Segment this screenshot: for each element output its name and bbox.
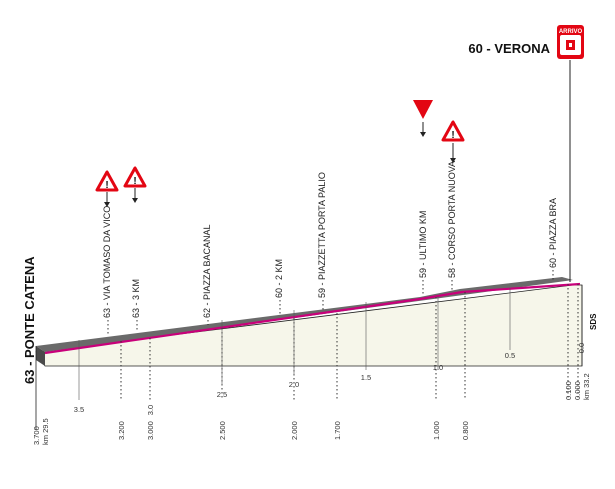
km-tick-label: 2.5 [217,390,227,399]
km-tick-label: 3.0 [146,405,155,415]
arrivo-icon: ARRIVO [557,25,584,59]
warning-triangle-icon: ! [123,166,147,188]
svg-text:!: ! [133,176,136,187]
svg-text:!: ! [451,130,454,141]
distance-marker: 0.100 [564,381,573,400]
warning-triangle-icon: ! [441,120,465,142]
km-tick-label: 0.0 [577,343,586,353]
distance-marker: 0.800 [461,421,470,440]
landmark-guides [107,270,554,335]
start-label: 63 - PONTE CATENA [22,256,37,384]
distance-marker: 3.000 [146,421,155,440]
landmark-label-2: 62 - PIAZZA BACANAL [202,224,212,318]
finish-km: km 33.2 [582,373,591,400]
landmark-label-3: 60 - 2 KM [274,259,284,298]
distance-marker: 2.000 [290,421,299,440]
warning-triangle-icon: ! [95,170,119,192]
distance-marker: 3.200 [117,421,126,440]
landmark-label-5: 59 - ULTIMO KM [418,211,428,278]
km-tick-label: 1.5 [361,373,371,382]
finish-label: 60 - VERONA [468,41,550,56]
profile-left-side [36,346,45,366]
marker-poles [106,122,454,204]
distance-marker: 1.000 [432,421,441,440]
profile-fill [35,284,583,367]
landmark-label-7: 60 - PIAZZA BRA [548,198,558,268]
road-code: SDS [589,313,598,330]
landmark-label-6: 58 - CORSO PORTA NUOVA [447,161,457,278]
km-tick-lines [78,288,511,400]
svg-text:!: ! [105,180,108,191]
km-tick-label: 1.0 [433,363,443,372]
landmark-label-0: 63 - VIA TOMASO DA VICO [102,206,112,318]
distance-marker: 2.500 [218,421,227,440]
distance-marker: 0.000 [573,381,582,400]
profile-route-line [44,282,581,355]
last-km-flag-icon [413,100,433,119]
km-tick-label: 3.5 [74,405,84,414]
landmark-label-4: 59 - PIAZZETTA PORTA PALIO [317,172,327,298]
km-tick-label: 0.5 [505,351,515,360]
marker-arrowheads [104,132,456,207]
start-km: km 29.5 [41,418,50,445]
landmark-label-1: 63 - 3 KM [131,279,141,318]
distance-marker: 1.700 [333,421,342,440]
arrivo-badge-text: ARRIVO [559,29,583,35]
km-tick-label: 2.0 [289,380,299,389]
start-altitude: 3.700 [32,426,41,445]
